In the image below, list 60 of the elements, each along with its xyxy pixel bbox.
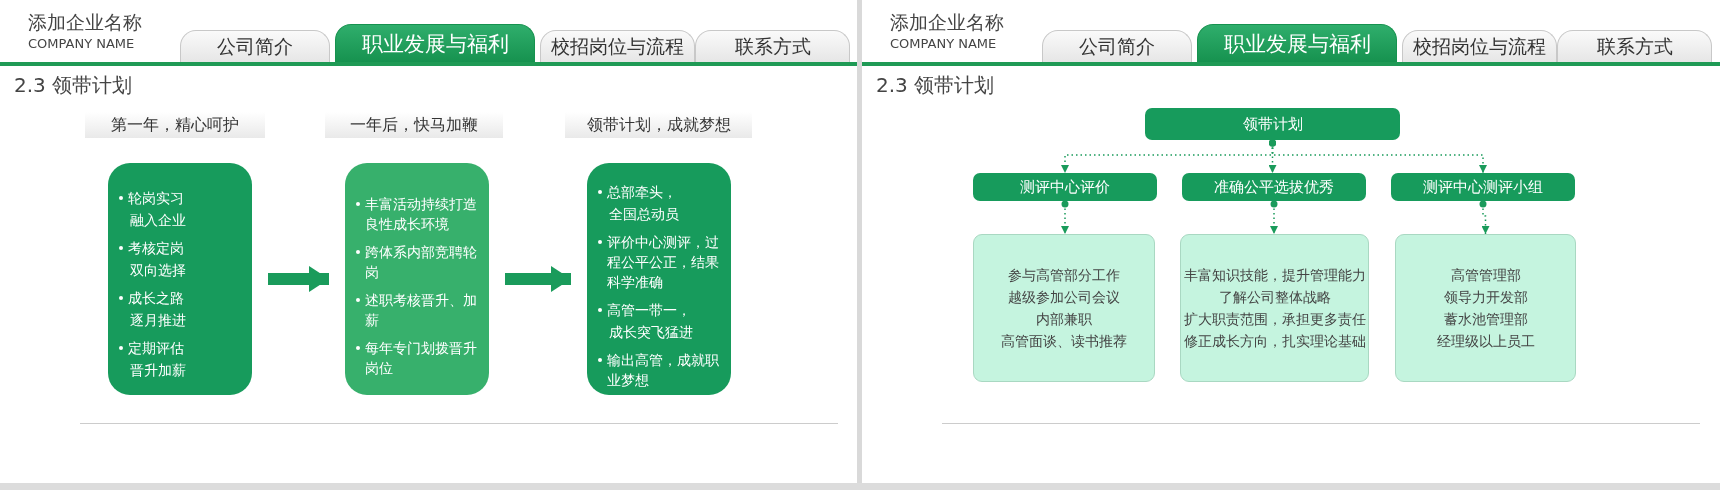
bullet-item: 评价中心测评，过程公平公正，结果科学准确: [607, 234, 719, 290]
company-name: 添加企业名称: [28, 10, 142, 35]
card-text: 修正成长方向，扎实理论基础: [1183, 332, 1366, 351]
bullet-item: 每年专门划拨晋升岗位: [365, 340, 477, 376]
block-arrow: [268, 266, 329, 292]
card-text: 成长突飞猛进: [609, 324, 693, 340]
nav-tab: 职业发展与福利: [335, 24, 535, 62]
card-text: 参与高管部分工作: [1008, 266, 1120, 285]
block-arrow: [505, 266, 571, 292]
card-text: 领导力开发部: [1443, 288, 1528, 307]
bullet-item: 述职考核晋升、加薪: [365, 292, 477, 328]
nav-tab: 公司简介: [180, 30, 330, 62]
card-text: 双向选择: [130, 262, 186, 278]
bullet-item: 总部牵头，: [607, 184, 677, 200]
bullet-item: 输出高管，成就职业梦想: [607, 352, 719, 388]
card-text: 了解公司整体战略: [1218, 288, 1331, 307]
plan-box: 测评中心评价: [973, 173, 1157, 201]
connector-arrow: [1061, 200, 1069, 235]
nav-tab: 联系方式: [1557, 30, 1712, 62]
section-title: 2.3 领带计划: [876, 72, 995, 99]
card-text: 逐月推进: [130, 312, 186, 328]
detail-card: [1180, 234, 1369, 382]
plan-box: 准确公平选拔优秀: [1182, 173, 1366, 201]
plan-box: 领带计划: [1145, 108, 1400, 140]
card-text: 丰富知识技能，提升管理能力: [1183, 266, 1366, 285]
bullet-item: 考核定岗: [128, 240, 184, 256]
bullet-item: 高管一带一，: [607, 302, 691, 318]
nav-tab: 校招岗位与流程: [1402, 30, 1557, 62]
card-text: 内部兼职: [1036, 310, 1092, 329]
card-text: 越级参加公司会议: [1008, 288, 1120, 307]
nav-tab: 校招岗位与流程: [540, 30, 695, 62]
nav-tab: 公司简介: [1042, 30, 1192, 62]
connector-arrow: [1479, 200, 1490, 235]
card-text: 蓄水池管理部: [1443, 310, 1528, 329]
step-card: [587, 163, 731, 395]
plan-box: 测评中心测评小组: [1391, 173, 1575, 201]
card-text: 晋升加薪: [130, 362, 186, 378]
nav-tab: 联系方式: [695, 30, 850, 62]
bullet-item: 定期评估: [128, 340, 184, 356]
card-text: 融入企业: [130, 212, 186, 228]
company-name: 添加企业名称: [890, 10, 1004, 35]
detail-card: [1395, 234, 1576, 382]
bullet-item: 跨体系内部竞聘轮岗: [365, 244, 477, 280]
connector-arrow: [1269, 139, 1487, 174]
step-card: [345, 163, 489, 395]
company-name: COMPANY NAME: [28, 36, 135, 51]
card-text: 扩大职责范围，承担更多责任: [1183, 310, 1366, 329]
card-text: 经理级以上员工: [1436, 332, 1535, 351]
bullet-item: 丰富活动持续打造良性成长环境: [365, 196, 477, 232]
bullet-item: 轮岗实习: [128, 190, 184, 206]
connector-arrow: [1270, 200, 1278, 235]
detail-card: [973, 234, 1155, 382]
card-text: 高管管理部: [1450, 266, 1521, 285]
card-text: 高管面谈、读书推荐: [1001, 332, 1127, 351]
nav-tab: 职业发展与福利: [1197, 24, 1397, 62]
card-text: 全国总动员: [609, 206, 679, 222]
bullet-item: 成长之路: [128, 290, 184, 306]
section-title: 2.3 领带计划: [14, 72, 133, 99]
company-name: COMPANY NAME: [890, 36, 997, 51]
step-card: [108, 163, 252, 395]
